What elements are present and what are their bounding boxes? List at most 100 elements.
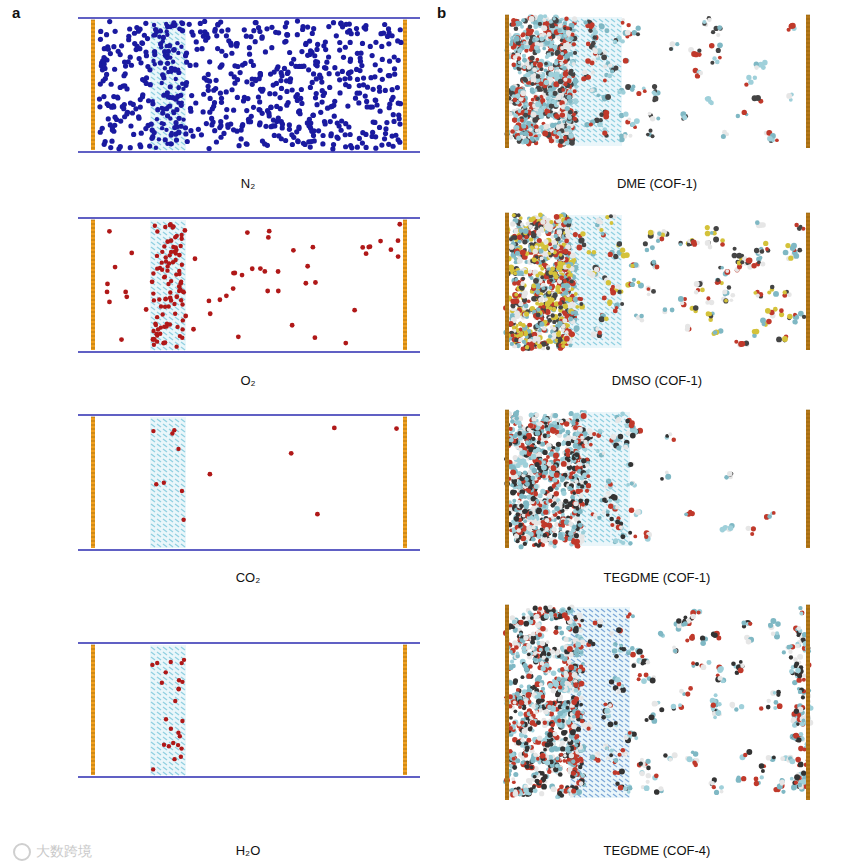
molecule [164, 717, 168, 721]
molecule [378, 109, 383, 114]
molecule [165, 32, 169, 36]
molecule [165, 268, 169, 272]
molecule [279, 73, 284, 78]
molecule [224, 89, 229, 94]
molecule [207, 59, 212, 64]
molecule [346, 71, 351, 76]
molecule [121, 73, 126, 78]
molecule [324, 60, 329, 65]
molecule [182, 228, 187, 233]
molecule [314, 102, 319, 107]
molecule [319, 99, 324, 104]
molecule [168, 253, 172, 257]
molecule [223, 53, 228, 58]
molecule [245, 230, 250, 235]
molecule [380, 77, 385, 82]
molecule [305, 53, 310, 58]
molecule [166, 104, 170, 108]
molecule [396, 254, 401, 259]
molecule [331, 142, 336, 147]
molecule [231, 286, 236, 291]
molecule [287, 122, 292, 127]
molecule [373, 62, 378, 67]
molecule [184, 80, 189, 85]
molecule [279, 86, 284, 91]
electrode-wall [91, 20, 95, 150]
molecule [253, 20, 258, 25]
molecule [183, 53, 188, 58]
molecule [272, 133, 277, 138]
molecule [104, 32, 109, 37]
molecule [287, 50, 292, 55]
molecule [163, 66, 167, 70]
molecule [295, 32, 300, 37]
molecule [165, 61, 170, 66]
molecule [387, 59, 392, 64]
molecule [151, 59, 155, 63]
molecule [201, 109, 206, 114]
molecule [178, 734, 182, 738]
molecule [157, 137, 161, 141]
molecule [386, 41, 391, 46]
molecule [303, 41, 308, 46]
molecule [97, 104, 102, 109]
molecule [158, 28, 162, 32]
molecule [201, 92, 206, 97]
molecule [159, 45, 163, 49]
molecule [259, 36, 264, 41]
electrode-wall [403, 220, 407, 350]
gas-cell [78, 18, 420, 152]
molecule [356, 100, 361, 105]
molecule [171, 224, 175, 228]
molecule [268, 105, 273, 110]
molecule [283, 24, 288, 29]
molecule [256, 94, 261, 99]
molecule [234, 43, 239, 48]
molecule [364, 145, 369, 150]
molecule [373, 40, 378, 45]
molecule [337, 77, 342, 82]
molecule [180, 327, 184, 331]
molecule [363, 26, 368, 31]
molecule [241, 98, 246, 103]
molecule [332, 114, 337, 119]
molecule [355, 31, 360, 36]
molecule [263, 124, 268, 129]
molecule [272, 91, 277, 96]
molecule [211, 88, 216, 93]
molecule [284, 89, 289, 94]
molecule [163, 225, 167, 229]
molecule [392, 66, 397, 71]
molecule [244, 79, 249, 84]
molecule [315, 60, 320, 65]
molecule [360, 245, 365, 250]
molecule [299, 64, 304, 69]
molecule [137, 142, 142, 147]
molecule [171, 60, 175, 64]
molecule [176, 129, 181, 134]
molecule [146, 123, 151, 128]
molecule [164, 128, 168, 132]
molecule [248, 34, 253, 39]
molecule [160, 126, 164, 130]
molecule [328, 104, 333, 109]
molecule [164, 22, 168, 26]
molecule [287, 79, 292, 84]
molecule [257, 99, 262, 104]
molecule [224, 107, 229, 112]
molecule [100, 126, 105, 131]
molecule [363, 93, 368, 98]
molecule [267, 91, 272, 96]
molecule [328, 119, 333, 124]
molecule [244, 141, 249, 146]
electrode-wall [403, 20, 407, 150]
molecule [163, 53, 167, 57]
molecule [308, 121, 313, 126]
molecule [310, 245, 315, 250]
molecule [172, 757, 176, 761]
molecule [383, 131, 388, 136]
molecule [179, 45, 183, 49]
molecule [152, 343, 156, 347]
molecule [396, 238, 401, 243]
